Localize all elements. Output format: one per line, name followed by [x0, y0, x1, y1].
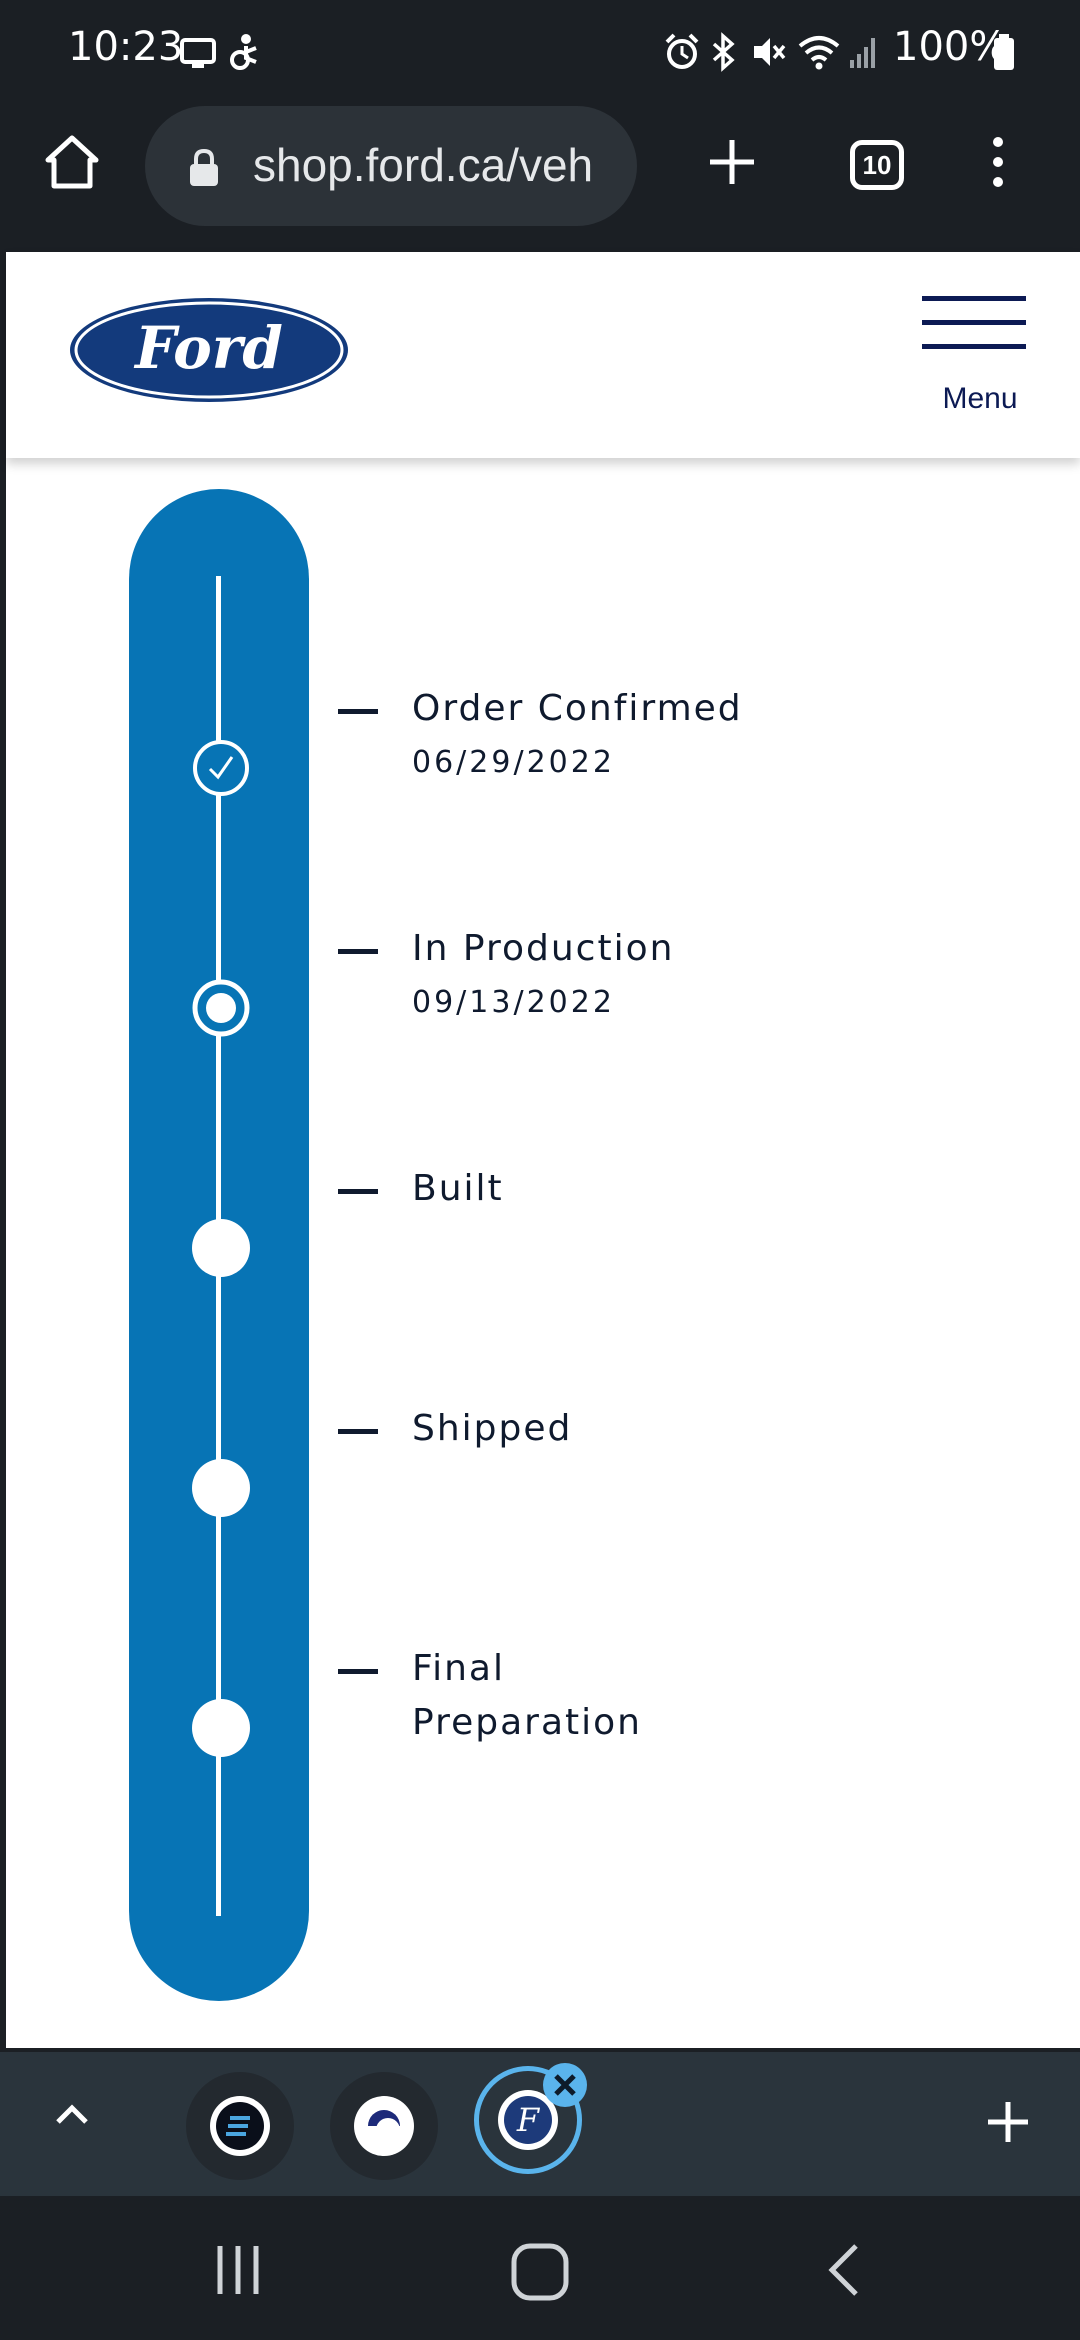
alarm-icon	[665, 33, 699, 69]
step-built-label: Built	[412, 1168, 504, 1209]
ford-e-app-icon	[210, 2096, 270, 2156]
close-tab-icon[interactable]	[542, 2062, 588, 2108]
accessibility-icon	[230, 34, 257, 70]
battery-icon	[994, 34, 1014, 70]
step-pending-dot-icon	[192, 1459, 250, 1517]
menu-label: Menu	[942, 382, 1018, 415]
bluetooth-icon	[712, 32, 735, 72]
step-final-preparation-label: Final Preparation	[412, 1648, 642, 1743]
ford-logo-text: Ford	[133, 314, 283, 382]
new-tab-icon[interactable]	[700, 130, 764, 194]
status-time: 10:23	[68, 24, 184, 70]
step-dash	[338, 949, 378, 954]
step-dash	[338, 709, 378, 714]
wifi-icon	[798, 36, 840, 70]
step-completed-check-icon	[193, 740, 249, 796]
browser-tab-strip: F	[0, 2052, 1080, 2196]
web-page: Ford Menu Order Confirmed 06/29/2022 In	[6, 252, 1080, 2048]
step-dash	[338, 1429, 378, 1434]
step-dash	[338, 1189, 378, 1194]
recent-apps-icon[interactable]	[210, 2242, 266, 2298]
step-order-confirmed-date: 06/29/2022	[412, 745, 615, 780]
tab-count: 10	[862, 150, 892, 180]
tab-thumbnail-1[interactable]	[186, 2072, 294, 2180]
browser-toolbar: shop.ford.ca/veh 10	[0, 100, 1080, 250]
signal-icon	[850, 38, 875, 68]
address-bar[interactable]: shop.ford.ca/veh	[145, 106, 637, 226]
home-icon[interactable]	[40, 130, 104, 194]
menu-icon-line-2	[922, 320, 1026, 325]
step-in-production-date: 09/13/2022	[412, 985, 615, 1020]
add-tab-icon[interactable]	[984, 2098, 1032, 2146]
home-nav-icon[interactable]	[510, 2242, 570, 2302]
site-header: Ford Menu	[6, 252, 1080, 458]
back-icon[interactable]	[824, 2242, 864, 2298]
tab-switcher-button[interactable]: 10	[850, 140, 904, 190]
ford-logo[interactable]: Ford	[68, 296, 350, 404]
chevron-up-icon[interactable]	[50, 2092, 94, 2136]
step-pending-dot-icon	[192, 1219, 250, 1277]
browser-app-icon	[354, 2096, 414, 2156]
step-pending-dot-icon	[192, 1699, 250, 1757]
url-text: shop.ford.ca/veh	[253, 139, 594, 191]
system-navigation-bar	[0, 2198, 1080, 2340]
step-in-production-label: In Production	[412, 928, 675, 969]
menu-icon-line-1	[922, 296, 1026, 301]
step-order-confirmed-label: Order Confirmed	[412, 688, 743, 729]
lock-icon	[190, 148, 218, 186]
more-options-icon[interactable]	[978, 130, 1018, 194]
tab-thumbnail-2[interactable]	[330, 2072, 438, 2180]
mute-icon	[754, 38, 786, 66]
menu-icon-line-3	[922, 344, 1026, 349]
step-shipped-label: Shipped	[412, 1408, 573, 1449]
svg-text:F: F	[516, 2101, 541, 2139]
cast-icon	[180, 38, 216, 68]
step-current-ring-icon	[192, 979, 250, 1037]
status-bar: 10:23	[0, 0, 1080, 100]
step-dash	[338, 1669, 378, 1674]
battery-percent: 100%	[893, 24, 1008, 70]
menu-button[interactable]: Menu	[918, 292, 1028, 422]
ford-site-tab-icon: F	[498, 2090, 558, 2150]
